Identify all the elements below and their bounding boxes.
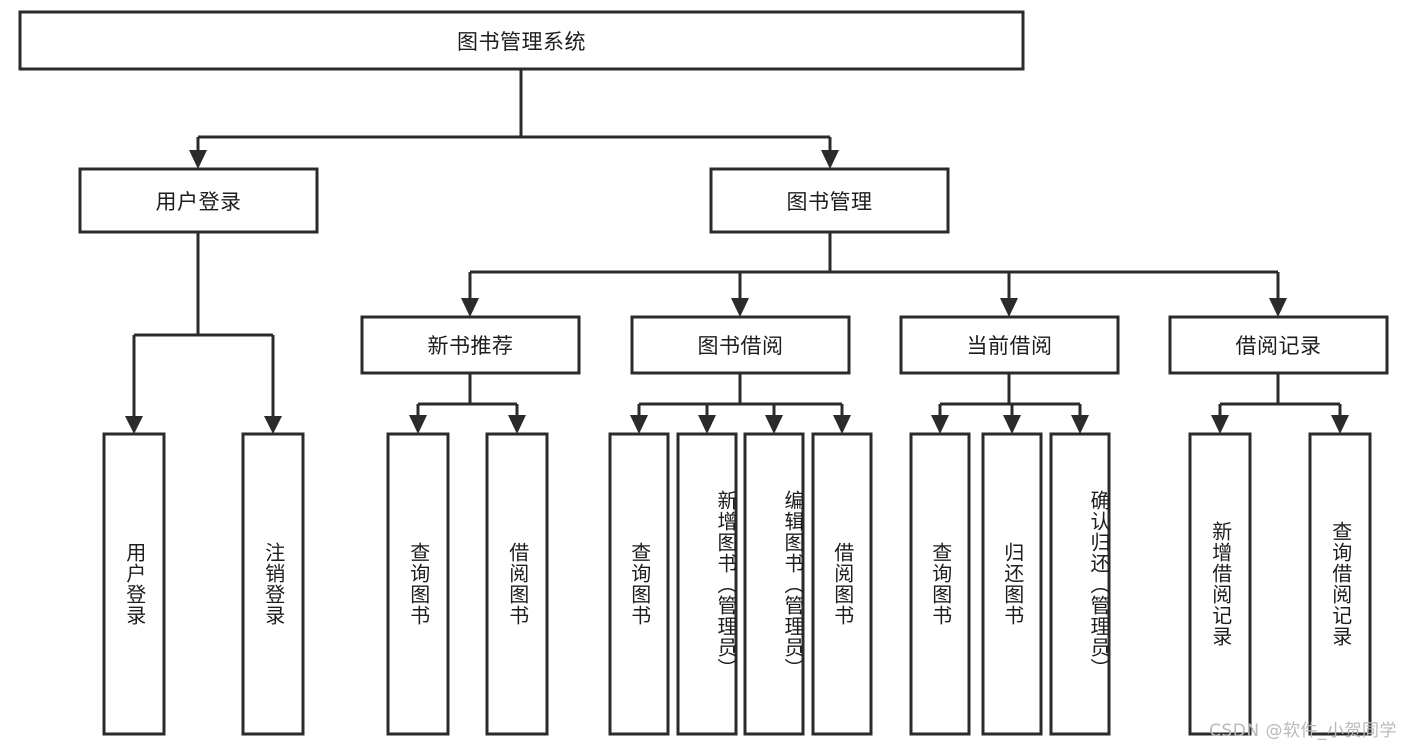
leaf-query-book-borrow[interactable] xyxy=(608,432,670,736)
arrow-icon xyxy=(698,415,716,434)
node-new-book-recommend[interactable] xyxy=(360,315,581,375)
leaf-add-borrow-record[interactable] xyxy=(1188,432,1252,736)
connector-borrow-record-to-leaves xyxy=(1211,373,1349,434)
node-root[interactable] xyxy=(18,10,1025,71)
node-book-management[interactable] xyxy=(709,167,950,234)
arrow-icon xyxy=(931,415,949,434)
arrow-icon xyxy=(630,415,648,434)
arrow-icon xyxy=(461,298,479,317)
arrow-icon xyxy=(1331,415,1349,434)
arrow-icon xyxy=(409,415,427,434)
leaf-return-book[interactable] xyxy=(981,432,1043,736)
arrow-icon xyxy=(1000,298,1018,317)
arrow-icon xyxy=(821,150,839,169)
leaf-user-login[interactable] xyxy=(102,432,166,736)
leaf-confirm-return-admin[interactable] xyxy=(1049,432,1111,736)
arrow-icon xyxy=(189,150,207,169)
arrow-icon xyxy=(1269,298,1287,317)
connector-current-borrow-to-leaves xyxy=(931,373,1089,434)
arrow-icon xyxy=(1003,415,1021,434)
leaf-add-book-admin[interactable] xyxy=(676,432,738,736)
connector-root-to-level2 xyxy=(189,69,839,169)
arrow-icon xyxy=(508,415,526,434)
connector-book-borrow-to-leaves xyxy=(630,373,851,434)
arrow-icon xyxy=(264,416,282,434)
node-current-borrow[interactable] xyxy=(899,315,1120,375)
arrow-icon xyxy=(731,298,749,317)
watermark: CSDN @软件_小贺同学 xyxy=(1209,721,1397,741)
node-book-borrow[interactable] xyxy=(630,315,851,375)
leaf-borrow-book[interactable] xyxy=(811,432,873,736)
arrow-icon xyxy=(125,416,143,434)
node-user-login[interactable] xyxy=(78,167,319,234)
arrow-icon xyxy=(765,415,783,434)
leaf-logout[interactable] xyxy=(241,432,305,736)
arrow-icon xyxy=(1211,415,1229,434)
leaf-borrow-book-rec[interactable] xyxy=(485,432,549,736)
leaf-query-borrow-record[interactable] xyxy=(1308,432,1372,736)
leaf-query-book-rec[interactable] xyxy=(386,432,450,736)
connector-book-mgmt-to-level3 xyxy=(461,232,1287,317)
connector-user-login-to-leaves xyxy=(125,232,282,434)
leaf-edit-book-admin[interactable] xyxy=(743,432,805,736)
arrow-icon xyxy=(833,415,851,434)
connector-new-book-rec-to-leaves xyxy=(409,373,526,434)
node-borrow-record[interactable] xyxy=(1168,315,1389,375)
arrow-icon xyxy=(1071,415,1089,434)
leaf-query-book-current[interactable] xyxy=(909,432,971,736)
